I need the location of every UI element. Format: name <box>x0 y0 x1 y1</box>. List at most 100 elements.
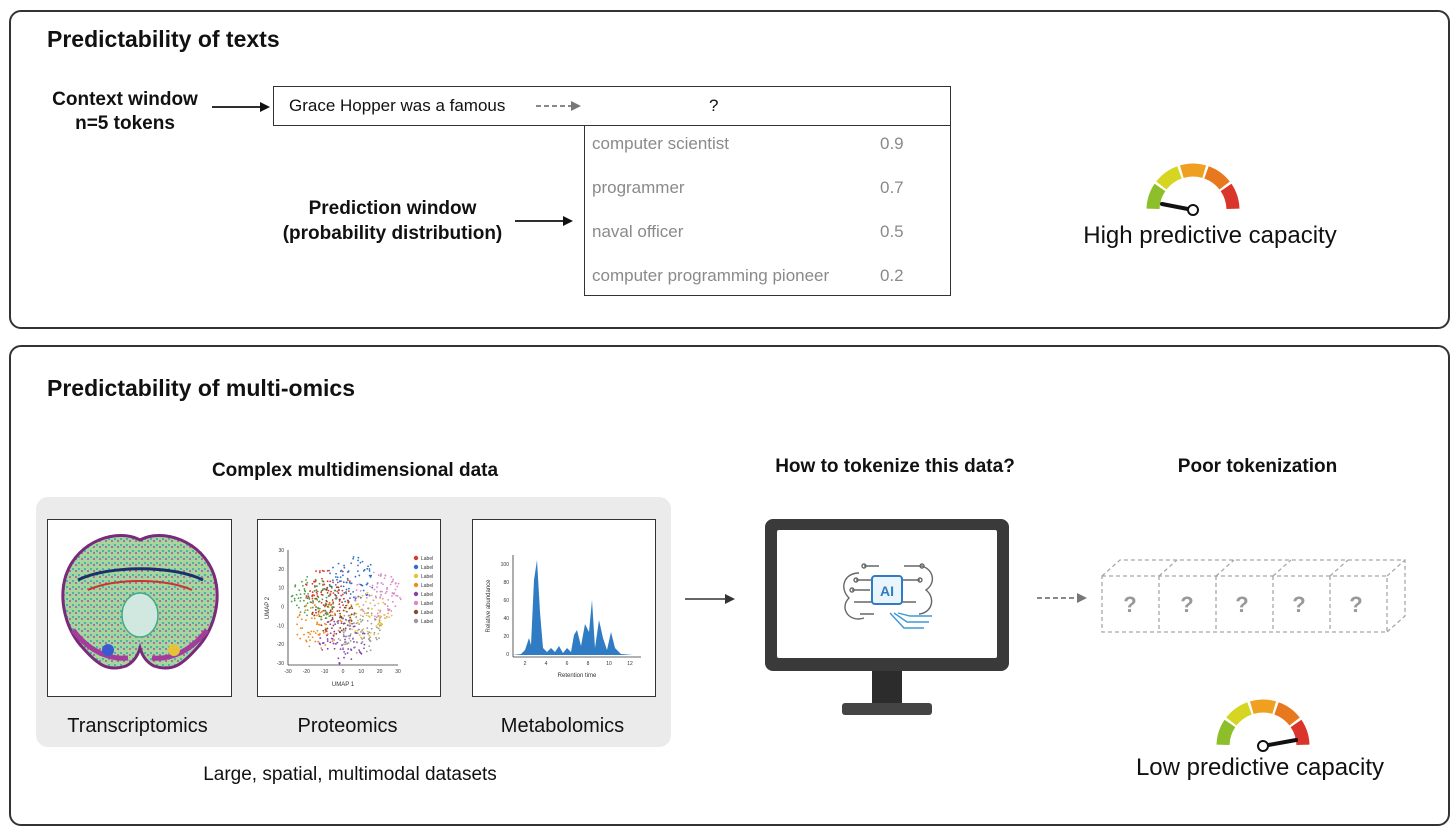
umap-point <box>344 600 347 603</box>
umap-point <box>336 590 339 593</box>
umap-point <box>347 587 350 590</box>
umap-point <box>329 609 332 612</box>
umap-point <box>307 631 309 634</box>
context-window-box <box>273 86 951 126</box>
umap-point <box>395 594 398 597</box>
umap-point <box>308 598 311 600</box>
umap-point <box>362 631 365 634</box>
umap-point <box>336 578 338 581</box>
umap-point <box>299 593 302 596</box>
umap-point <box>311 613 314 616</box>
umap-point <box>350 618 353 621</box>
umap-legend-label: Label <box>421 619 433 625</box>
transcriptomics-thumbnail <box>47 519 232 697</box>
umap-point <box>386 586 389 589</box>
umap-point <box>378 624 381 627</box>
umap-point <box>320 615 323 618</box>
umap-point <box>359 561 362 564</box>
umap-point <box>346 652 349 654</box>
umap-point <box>317 613 320 615</box>
umap-point <box>331 627 333 630</box>
umap-point <box>363 632 366 635</box>
umap-point <box>361 629 364 632</box>
umap-point <box>363 643 366 646</box>
umap-point <box>362 610 365 613</box>
umap-point <box>360 620 362 623</box>
prediction-prob: 0.2 <box>880 266 904 285</box>
umap-point <box>371 607 373 610</box>
umap-point <box>299 600 302 602</box>
umap-point <box>325 588 327 591</box>
umap-point <box>368 645 371 648</box>
umap-point <box>365 614 368 617</box>
umap-point <box>348 622 351 625</box>
umap-point <box>379 595 382 598</box>
umap-point <box>329 614 332 617</box>
prediction-prob: 0.5 <box>880 222 904 241</box>
umap-point <box>313 580 315 583</box>
gauge-low-arcs <box>1216 699 1310 746</box>
umap-point <box>339 576 342 578</box>
umap-point <box>299 611 302 614</box>
umap-point <box>394 582 397 585</box>
gauge-low-icon <box>1216 699 1310 752</box>
umap-point <box>362 615 364 618</box>
umap-point <box>391 600 394 603</box>
umap-point <box>343 643 345 646</box>
umap-point <box>322 583 324 586</box>
umap-point <box>392 578 395 581</box>
umap-point <box>370 622 373 625</box>
umap-point <box>309 590 311 592</box>
umap-point <box>385 615 388 618</box>
umap-point <box>369 576 372 578</box>
umap-point <box>312 630 315 633</box>
umap-point <box>358 649 360 652</box>
umap-point <box>325 599 328 602</box>
umap-point <box>316 621 319 624</box>
umap-legend-label: Label <box>421 565 433 571</box>
umap-point <box>321 598 324 601</box>
umap-point <box>349 628 351 630</box>
umap-point <box>344 653 347 655</box>
umap-point <box>311 595 314 598</box>
umap-point <box>333 639 336 641</box>
umap-point <box>347 641 350 644</box>
umap-point <box>331 599 334 601</box>
umap-point <box>301 627 304 629</box>
umap-point <box>358 623 361 626</box>
token-cell: ? <box>1123 592 1137 617</box>
umap-point <box>334 614 337 616</box>
umap-point <box>318 571 321 574</box>
umap-point <box>317 640 320 643</box>
umap-point <box>337 586 340 589</box>
umap-point <box>345 604 347 607</box>
umap-point <box>349 597 351 600</box>
texts-panel-title: Predictability of texts <box>47 26 280 52</box>
umap-point <box>394 588 397 591</box>
umap-point <box>314 597 317 600</box>
umap-point <box>306 575 309 578</box>
umap-point <box>311 582 314 585</box>
umap-point <box>362 589 365 592</box>
umap-point <box>360 652 363 655</box>
umap-point <box>349 606 352 609</box>
umap-point <box>326 638 329 640</box>
umap-point <box>336 621 339 624</box>
umap-point <box>322 604 325 607</box>
umap-point <box>350 562 353 565</box>
umap-point <box>337 592 340 595</box>
umap-point <box>341 589 344 592</box>
gauge-low-caption: Low predictive capacity <box>1135 754 1385 781</box>
umap-point <box>311 591 314 594</box>
umap-point <box>362 570 365 572</box>
umap-point <box>372 571 375 574</box>
umap-point <box>323 570 325 573</box>
umap-point <box>306 597 309 600</box>
ai-brain-icon <box>843 563 933 629</box>
chrom-xtick: 12 <box>627 661 633 667</box>
umap-point <box>388 616 391 619</box>
umap-point <box>318 623 321 626</box>
umap-point <box>386 588 388 591</box>
umap-point <box>396 585 399 588</box>
